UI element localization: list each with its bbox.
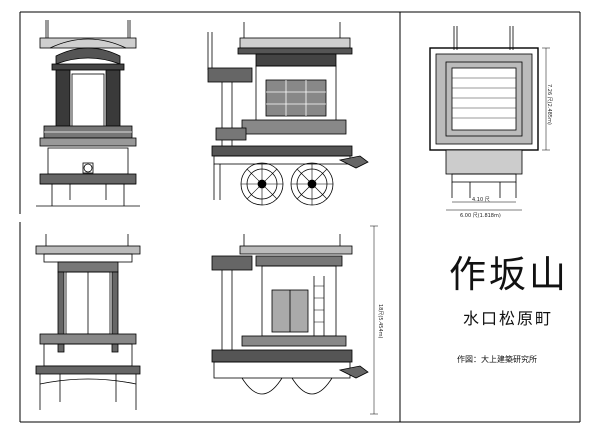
plan-width-inner-dimension: 4.10 尺 bbox=[472, 197, 490, 203]
plan-view bbox=[429, 26, 550, 211]
location-label: 水口松原町 bbox=[463, 309, 554, 328]
front-elevation-view bbox=[36, 20, 140, 207]
drawing-title: 作坂山 bbox=[449, 253, 569, 296]
total-height-dimension: 18尺(5.454m) bbox=[377, 304, 383, 339]
plan-width-outer-dimension: 6.00 尺(1.818m) bbox=[460, 213, 501, 219]
credit-label: 作図：大上建築研究所 bbox=[457, 355, 537, 364]
sheet-frame bbox=[19, 11, 581, 423]
side-section-view bbox=[211, 225, 378, 415]
plan-depth-dimension: 7.26 尺(2.485m) bbox=[546, 84, 552, 125]
front-section-view bbox=[35, 234, 141, 410]
side-elevation-view bbox=[207, 22, 369, 206]
